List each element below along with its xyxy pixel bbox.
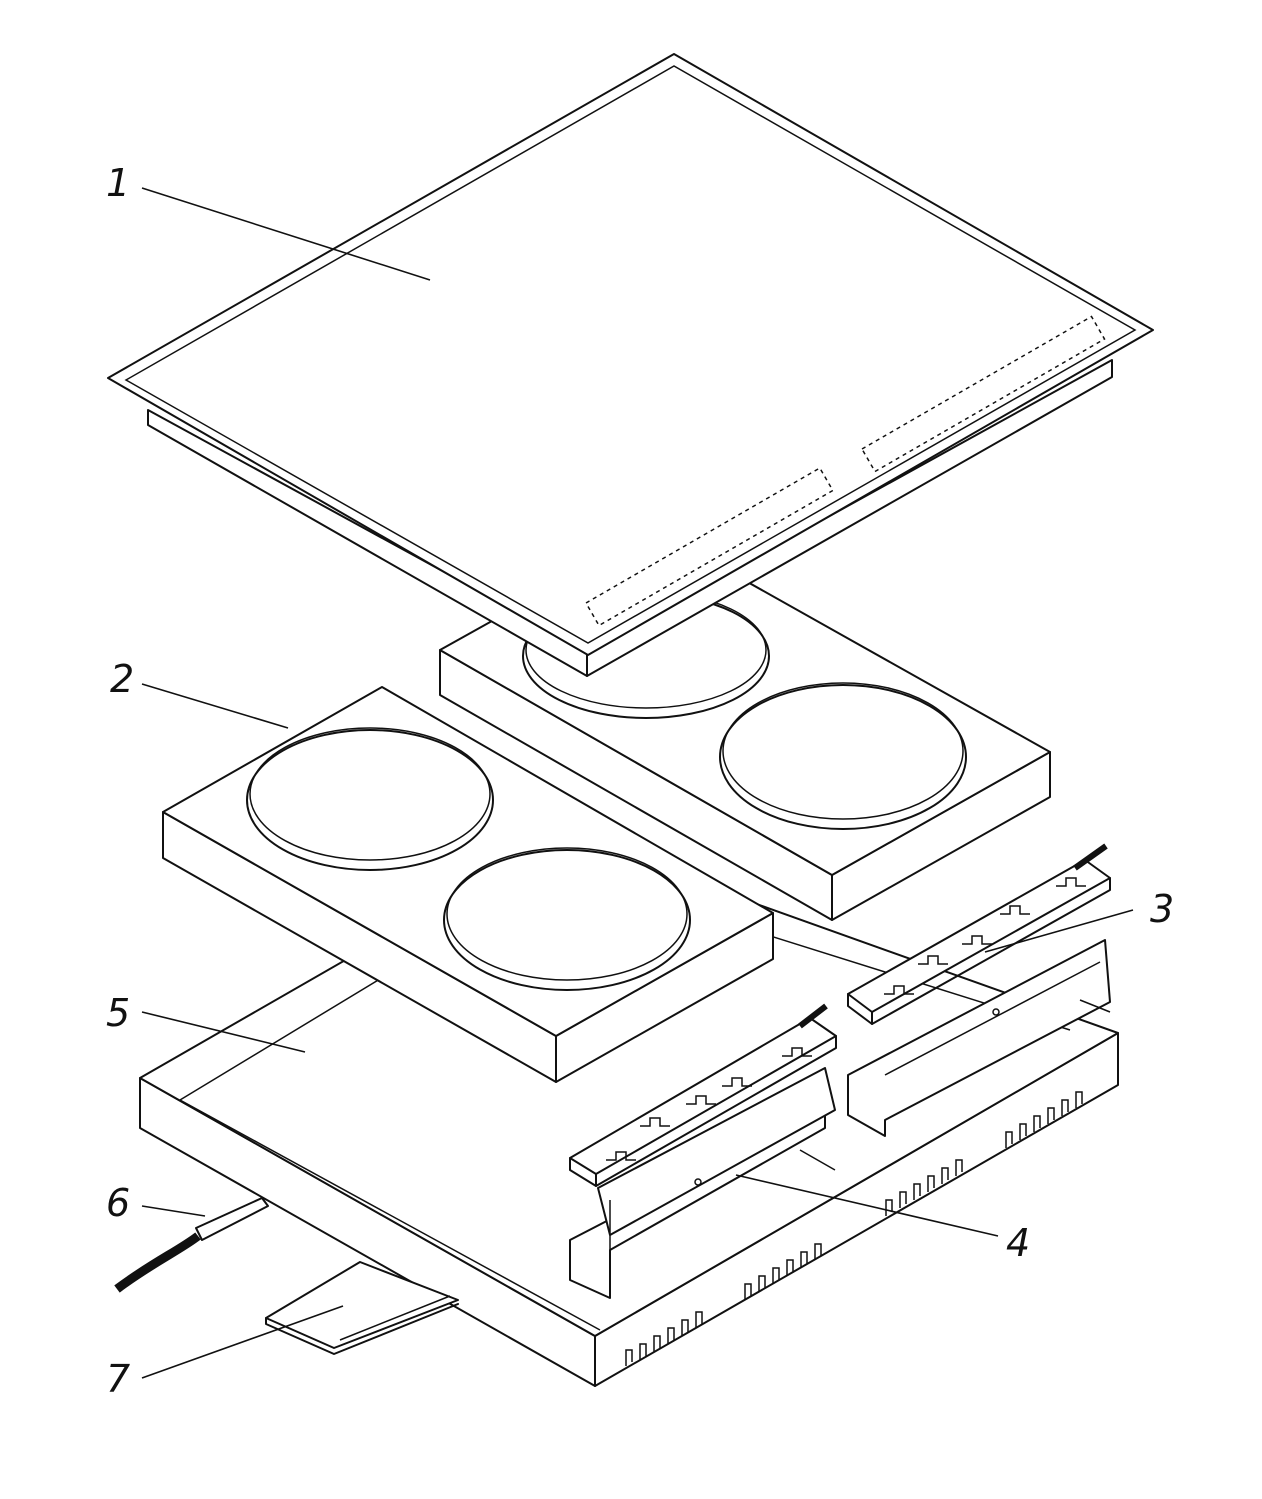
callout-6: 6 — [106, 1181, 130, 1225]
leader-lines — [141, 187, 1134, 1379]
callout-7: 7 — [106, 1357, 130, 1401]
control-board-front — [569, 1003, 837, 1187]
board-holder-back — [847, 939, 1111, 1137]
bracket-plate — [265, 1261, 459, 1355]
heating-plate-front — [162, 686, 774, 1083]
callout-5: 5 — [106, 991, 130, 1035]
callout-3: 3 — [1150, 887, 1174, 931]
callout-4: 4 — [1006, 1221, 1030, 1265]
callout-1: 1 — [106, 161, 130, 205]
control-board-back — [847, 843, 1111, 1025]
board-holder-front — [569, 1067, 836, 1299]
power-cable — [114, 1197, 269, 1293]
vent-slots — [625, 1091, 1083, 1366]
callout-labels: 1 2 3 4 5 6 7 — [106, 161, 1174, 1401]
callout-2: 2 — [110, 657, 134, 701]
glass-ceramic-top — [107, 53, 1154, 677]
